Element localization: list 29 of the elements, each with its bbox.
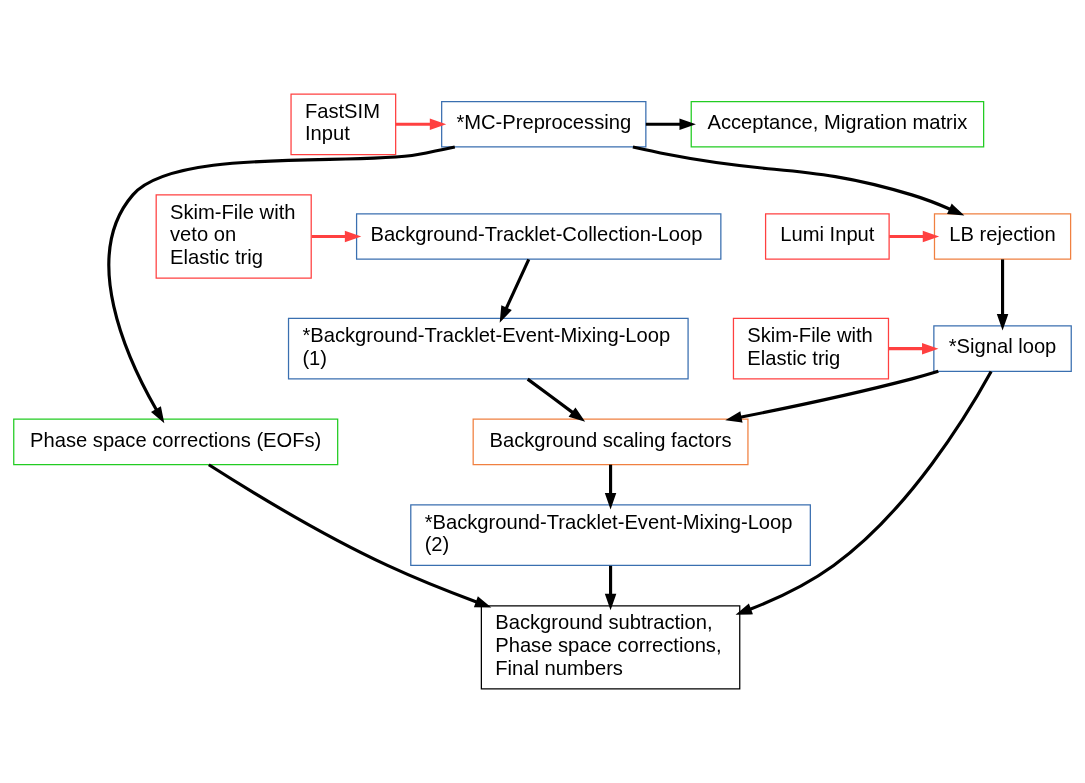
node-box: Background scaling factors (472, 418, 749, 466)
arrow (311, 230, 362, 243)
node-box: Acceptance, Migration matrix (690, 100, 985, 148)
arrow (735, 370, 993, 615)
node-box: *Background-Tracklet-Event-Mixing-Loop (2) (410, 504, 811, 567)
arrow (604, 464, 617, 510)
arrow (888, 342, 939, 355)
node-box: *MC-Preprocessing (441, 100, 647, 148)
arrow (395, 118, 447, 131)
arrow (889, 230, 940, 243)
arrow (499, 258, 531, 323)
node-box: Lumi Input (764, 213, 890, 260)
node-box: *Background-Tracklet-Event-Mixing-Loop (1) (287, 317, 689, 380)
node-box: Skim-File with Elastic trig (732, 317, 890, 380)
node-box: Background subtraction, Phase space corrections, Final numbers (480, 605, 741, 690)
arrow (645, 118, 696, 131)
arrow (208, 463, 492, 608)
node-box: Phase space corrections (EOFs) (13, 418, 339, 466)
node-box: Skim-File with veto on Elastic trig (155, 194, 312, 279)
node-box: Background-Tracklet-Collection-Loop (355, 213, 722, 260)
node-box: FastSIM Input (290, 93, 397, 156)
arrow (526, 377, 586, 422)
arrow (107, 145, 456, 424)
node-box: LB rejection (933, 213, 1072, 260)
arrow (996, 259, 1009, 331)
node-box: *Signal loop (933, 325, 1072, 372)
arrow (632, 145, 965, 216)
arrow (725, 369, 939, 423)
arrow (604, 565, 617, 611)
